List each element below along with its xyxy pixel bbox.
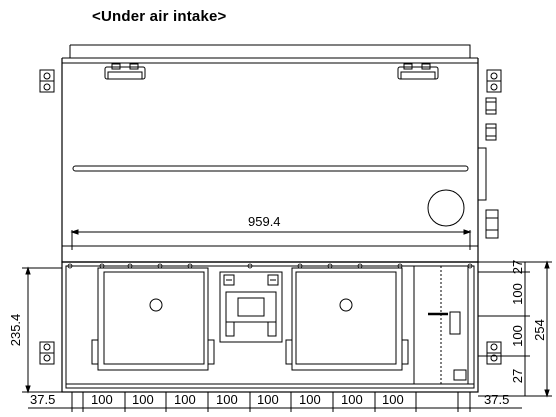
right-fan-housing xyxy=(285,267,409,371)
dim-right-seg-1: 27 xyxy=(510,260,525,274)
dim-right-seg-2: 100 xyxy=(510,283,525,305)
right-handle xyxy=(397,63,439,80)
center-rail xyxy=(72,165,469,172)
dim-bottom-seg-7: 100 xyxy=(299,392,321,407)
intake-frame xyxy=(61,261,479,393)
pipe-connection-1 xyxy=(485,97,497,115)
dim-bottom-seg-9: 100 xyxy=(382,392,404,407)
dim-bottom-seg-1: 37.5 xyxy=(30,392,55,407)
dim-overall-width: 959.4 xyxy=(248,214,281,229)
right-hanger-bottom xyxy=(486,341,502,365)
dim-bottom-seg-6: 100 xyxy=(257,392,279,407)
unit-body xyxy=(61,58,479,263)
dim-bottom-seg-2: 100 xyxy=(91,392,113,407)
fan-motor xyxy=(219,271,283,343)
right-hanger-top xyxy=(486,69,502,93)
drawing-title: <Under air intake> xyxy=(92,8,227,25)
top-flange xyxy=(70,44,471,58)
dim-bottom-seg-4: 100 xyxy=(174,392,196,407)
side-duct xyxy=(478,147,487,201)
dim-bottom-seg-10: 37.5 xyxy=(484,392,509,407)
pipe-connection-2 xyxy=(485,123,497,141)
dim-right-seg-3: 100 xyxy=(510,325,525,347)
pipe-connection-3 xyxy=(485,209,499,239)
dim-bottom-seg-5: 100 xyxy=(216,392,238,407)
screw-row-top xyxy=(67,263,473,269)
dim-right-seg-4: 27 xyxy=(510,369,525,383)
dim-bottom-seg-8: 100 xyxy=(341,392,363,407)
electrical-box xyxy=(413,265,469,385)
left-hanger-bottom xyxy=(39,341,55,365)
dim-right-total: 254 xyxy=(532,319,547,341)
left-hanger-top xyxy=(39,69,55,93)
drain-port-circle xyxy=(427,189,465,227)
dim-left-height: 235.4 xyxy=(8,314,23,347)
left-fan-housing xyxy=(91,267,215,371)
dim-bottom-seg-3: 100 xyxy=(132,392,154,407)
left-handle xyxy=(104,63,146,80)
